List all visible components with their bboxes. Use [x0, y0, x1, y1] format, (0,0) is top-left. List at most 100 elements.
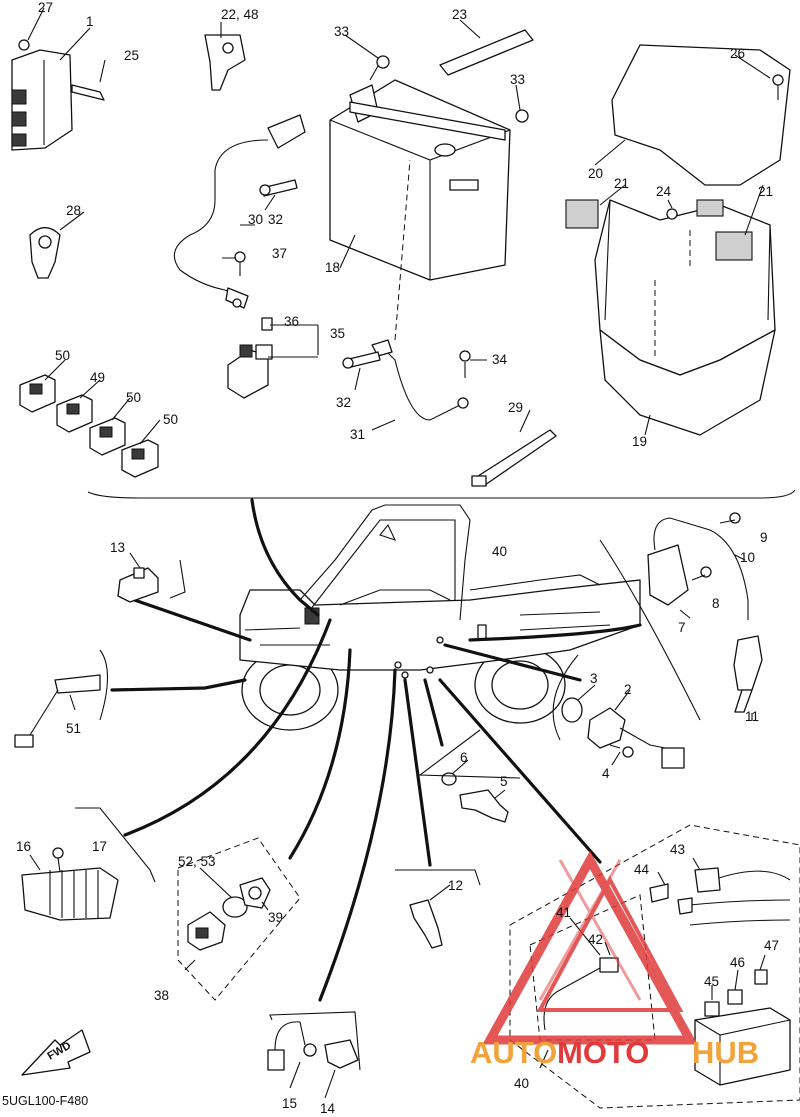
callout-47: 47 [764, 938, 779, 953]
callout-2: 2 [624, 682, 632, 697]
callout-15: 15 [282, 1096, 297, 1111]
callout-43: 43 [670, 842, 685, 857]
callout-8: 8 [712, 596, 720, 611]
part-33-nut-b [515, 109, 529, 123]
callout-24: 24 [656, 184, 672, 199]
part-14-sensor [324, 1039, 359, 1069]
callout-16: 16 [16, 839, 31, 854]
part-21-pad-a [565, 199, 599, 229]
callout-20: 20 [588, 166, 603, 181]
callout-9: 9 [760, 530, 768, 545]
callout-40-b: 40 [514, 1076, 529, 1091]
callout-36: 36 [284, 314, 299, 329]
callout-30: 30 [248, 212, 263, 227]
callout-31: 31 [350, 427, 365, 442]
callout-7: 7 [678, 620, 686, 635]
part-50-connector-b [89, 417, 126, 456]
callout-22-48: 22, 48 [221, 7, 259, 22]
part-51-sensor [14, 674, 101, 748]
part-34-bolt [459, 350, 471, 378]
part-11-spark-plug-cap [733, 635, 763, 713]
part-32-bolt-a [259, 179, 298, 197]
part-30-cable [173, 114, 306, 309]
callout-50-c: 50 [163, 412, 178, 427]
part-1-ecu [11, 49, 73, 151]
part-23-battery-strap [439, 29, 534, 76]
callout-5: 5 [500, 774, 508, 789]
callout-18: 18 [325, 260, 340, 275]
callout-34: 34 [492, 352, 508, 367]
callout-32-a: 32 [268, 212, 283, 227]
callout-39: 39 [268, 910, 283, 925]
part-29-cable-tie [471, 429, 557, 487]
callout-17: 17 [92, 839, 107, 854]
watermark-word-3: HUB [692, 1035, 759, 1070]
part-17-bolt [52, 847, 64, 873]
diagram-code: 5UGL100-F480 [2, 1094, 88, 1108]
watermark-word-1: AUTO [470, 1035, 557, 1070]
callout-37: 37 [272, 246, 287, 261]
part-38-switch [187, 911, 226, 951]
watermark-logo [482, 850, 698, 1045]
part-33-nut-a [369, 55, 390, 81]
callout-14: 14 [320, 1101, 336, 1116]
part-26-bolt [772, 74, 784, 100]
part-5-sensor [459, 789, 509, 823]
part-25-bolt [71, 84, 105, 101]
part-2-sensor [587, 707, 685, 769]
part-40-fuse-box [694, 1007, 791, 1086]
part-20-cover [611, 44, 791, 186]
callout-33-a: 33 [334, 24, 349, 39]
callout-29: 29 [508, 400, 523, 415]
callout-6: 6 [460, 750, 468, 765]
part-19-battery-box [594, 199, 776, 436]
callout-13: 13 [110, 540, 125, 555]
part-47-connector [754, 969, 768, 985]
fwd-arrow-icon [21, 1029, 91, 1076]
part-28-clamp [29, 226, 61, 279]
callout-12: 12 [448, 878, 463, 893]
callout-33-b: 33 [510, 72, 525, 87]
part-43-harness [649, 867, 791, 926]
part-49-connector [56, 394, 93, 433]
callout-32-b: 32 [336, 395, 351, 410]
part-24-bolt [666, 199, 724, 220]
callout-3: 3 [590, 671, 598, 686]
part-46-connector [727, 989, 743, 1005]
part-13-switch [117, 567, 159, 603]
part-50-connector-a [19, 374, 56, 413]
callout-52-53: 52, 53 [178, 854, 216, 869]
part-12-sensor [409, 899, 443, 949]
callout-25: 25 [124, 48, 139, 63]
part-9-bolt [719, 512, 741, 524]
callout-45: 45 [704, 974, 719, 989]
vehicle-illustration [239, 504, 641, 731]
callout-28: 28 [66, 203, 81, 218]
part-8-bolt [691, 566, 712, 581]
part-16-regulator [21, 867, 119, 921]
part-18-battery [329, 79, 511, 281]
part-52-53-washer [222, 896, 248, 918]
part-39-switch [239, 877, 271, 909]
callout-50-a: 50 [55, 348, 70, 363]
callout-51: 51 [66, 721, 81, 736]
callout-19: 19 [632, 434, 647, 449]
callout-21-b: 21 [758, 184, 773, 199]
callout-41: 41 [556, 905, 571, 920]
part-21-pad-b [715, 231, 753, 261]
part-27-nut [18, 39, 30, 51]
part-37-bolt [234, 251, 246, 276]
callout-49: 49 [90, 370, 105, 385]
callout-26: 26 [730, 46, 745, 61]
callout-10: 10 [740, 550, 755, 565]
callout-1: 1 [86, 14, 94, 29]
part-7-ignition-coil [647, 517, 749, 620]
callout-50-b: 50 [126, 390, 141, 405]
callout-44: 44 [634, 862, 650, 877]
part-4-bolt [609, 744, 634, 758]
callout-38: 38 [154, 988, 169, 1003]
part-32-bolt-b [342, 351, 381, 369]
callout-40-a: 40 [492, 544, 507, 559]
part-22-48-clip [204, 34, 246, 91]
callout-21-a: 21 [614, 176, 629, 191]
